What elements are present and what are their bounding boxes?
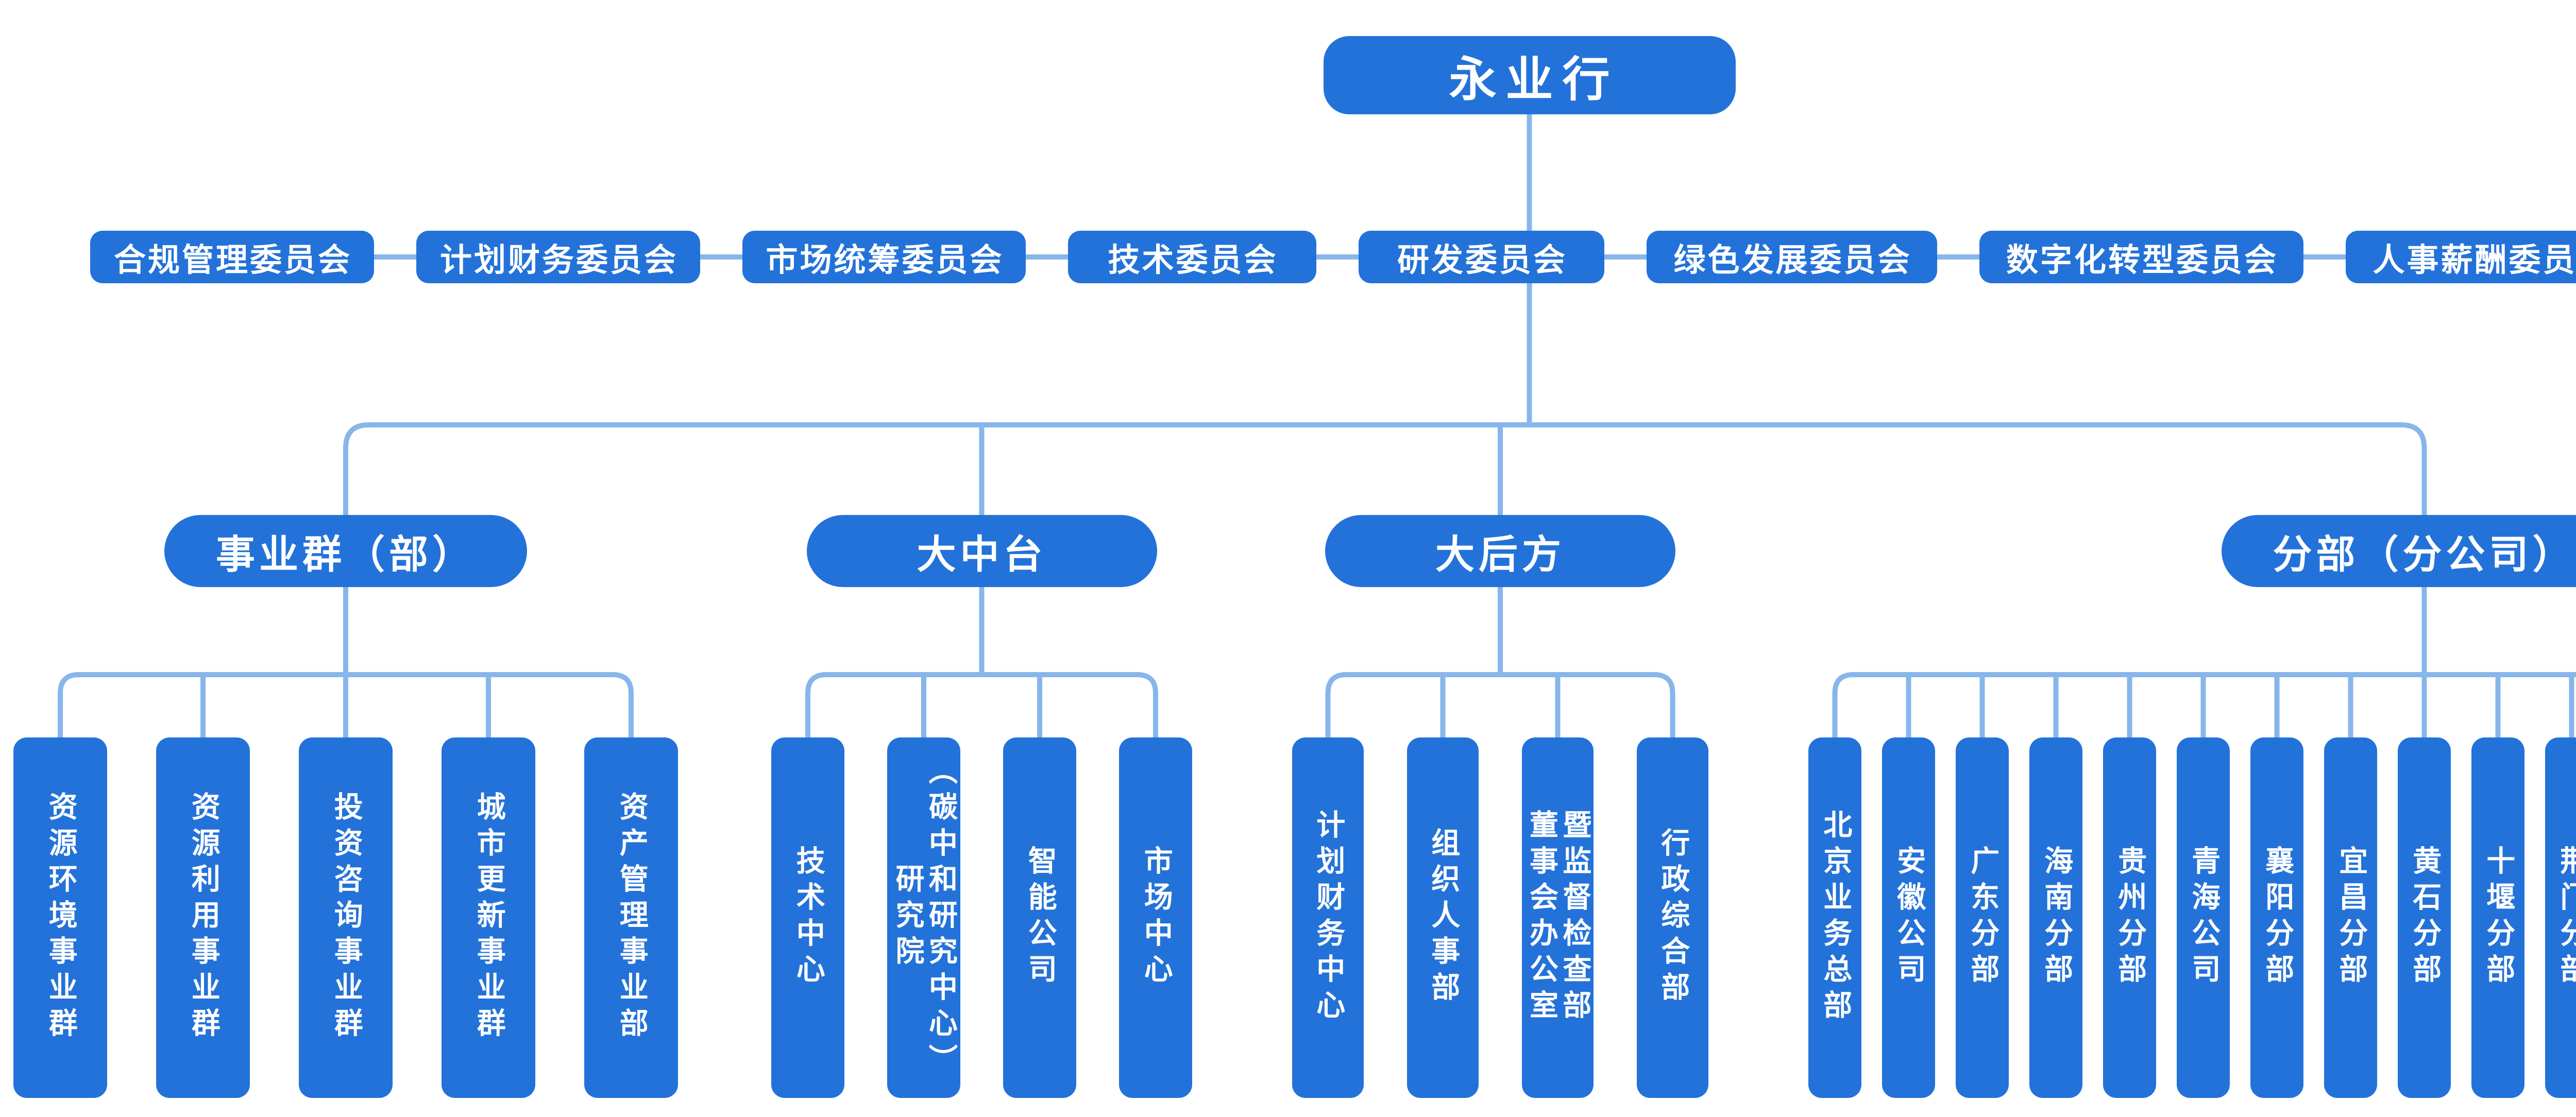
org-unit-label: 行政综合部 (1656, 828, 1690, 1008)
org-unit-label: 城市更新事业群 (472, 792, 506, 1044)
org-unit-node: 广东分部 (1956, 737, 2009, 1098)
org-unit-label: 宜昌分部 (2334, 846, 2368, 990)
org-unit-node: 十堰分部 (2471, 737, 2524, 1098)
org-unit-node: 行政综合部 (1637, 737, 1708, 1098)
org-unit-label: 襄阳分部 (2260, 846, 2294, 990)
org-unit-node: 计划财务中心 (1292, 737, 1364, 1098)
org-unit-node: 资源利用事业群 (156, 737, 250, 1098)
committee-row: 合规管理委员会计划财务委员会市场统筹委员会技术委员会研发委员会绿色发展委员会数字… (0, 231, 2576, 283)
org-unit-label: 资源环境事业群 (44, 792, 78, 1044)
org-unit-label: 广东分部 (1965, 846, 1999, 990)
org-unit-node: 投资咨询事业群 (299, 737, 393, 1098)
group-middle-platform: 大中台 技术中心 研究院 （碳中和研究中心） 智能公司 市场中心 (771, 515, 1192, 1098)
org-unit-label: 海南分部 (2039, 846, 2073, 990)
org-unit-label: 青海公司 (2187, 846, 2221, 990)
committee-node: 绿色发展委员会 (1646, 231, 1937, 283)
org-unit-label: 荆门分部 (2555, 846, 2576, 990)
org-unit-label: 资产管理事业部 (615, 792, 649, 1044)
org-unit-label: 技术中心 (791, 846, 825, 990)
group-back-office: 大后方 计划财务中心 组织人事部 董事会办公室 暨监督检查部 行政综合部 (1292, 515, 1708, 1098)
group-children-row: 资源环境事业群 资源利用事业群 投资咨询事业群 城市更新事业群 资产管理事业部 (13, 737, 678, 1098)
org-unit-node: 资产管理事业部 (584, 737, 678, 1098)
org-unit-label: 安徽公司 (1892, 846, 1926, 990)
org-unit-node: 董事会办公室 暨监督检查部 (1522, 737, 1594, 1098)
group-children-row: 北京业务总部 安徽公司 广东分部 海南分部 贵州分部 青海公司 襄阳分部 宜昌分部 黄石分部 十堰… (1808, 737, 2576, 1098)
org-unit-node: 宜昌分部 (2324, 737, 2377, 1098)
group-header: 大后方 (1325, 515, 1675, 587)
org-unit-node: 研究院 （碳中和研究中心） (887, 737, 960, 1098)
committee-node: 人事薪酬委员会 (2345, 231, 2576, 283)
org-unit-node: 安徽公司 (1882, 737, 1935, 1098)
org-unit-label: 北京业务总部 (1818, 810, 1852, 1026)
committee-node: 数字化转型委员会 (1979, 231, 2303, 283)
org-unit-label: 贵州分部 (2113, 846, 2147, 990)
group-children-row: 计划财务中心 组织人事部 董事会办公室 暨监督检查部 行政综合部 (1292, 737, 1708, 1098)
group-header: 大中台 (806, 515, 1157, 587)
org-unit-label: 智能公司 (1023, 846, 1057, 990)
org-unit-label: 组织人事部 (1426, 828, 1460, 1008)
committee-node: 技术委员会 (1067, 231, 1316, 283)
org-unit-label: 研究院 （碳中和研究中心） (891, 755, 958, 1080)
org-unit-node: 城市更新事业群 (442, 737, 535, 1098)
org-unit-label: 市场中心 (1139, 846, 1173, 990)
org-unit-label: 十堰分部 (2481, 846, 2515, 990)
group-business-divisions: 事业群（部） 资源环境事业群 资源利用事业群 投资咨询事业群 城市更新事业群 资产管理事… (13, 515, 678, 1098)
org-unit-label: 黄石分部 (2408, 846, 2442, 990)
org-unit-label: 资源利用事业群 (187, 792, 221, 1044)
org-unit-node: 青海公司 (2177, 737, 2230, 1098)
org-unit-node: 贵州分部 (2103, 737, 2156, 1098)
org-unit-node: 荆门分部 (2545, 737, 2576, 1098)
org-unit-node: 黄石分部 (2398, 737, 2451, 1098)
committee-node: 市场统筹委员会 (742, 231, 1026, 283)
committee-node: 计划财务委员会 (416, 231, 700, 283)
org-unit-node: 技术中心 (771, 737, 844, 1098)
org-unit-label: 董事会办公室 暨监督检查部 (1524, 810, 1591, 1026)
org-unit-label: 投资咨询事业群 (329, 792, 363, 1044)
committee-node: 合规管理委员会 (90, 231, 374, 283)
org-unit-node: 海南分部 (2029, 737, 2082, 1098)
group-header: 分部（分公司） (2221, 515, 2576, 587)
committee-node: 研发委员会 (1358, 231, 1604, 283)
group-header: 事业群（部） (164, 515, 527, 587)
org-unit-node: 北京业务总部 (1808, 737, 1861, 1098)
org-unit-node: 襄阳分部 (2250, 737, 2303, 1098)
org-unit-node: 市场中心 (1119, 737, 1192, 1098)
group-branches: 分部（分公司） 北京业务总部 安徽公司 广东分部 海南分部 贵州分部 青海公司 襄阳分部 宜昌… (1808, 515, 2576, 1098)
org-unit-node: 组织人事部 (1407, 737, 1479, 1098)
org-unit-node: 智能公司 (1003, 737, 1076, 1098)
group-children-row: 技术中心 研究院 （碳中和研究中心） 智能公司 市场中心 (771, 737, 1192, 1098)
org-unit-node: 资源环境事业群 (13, 737, 107, 1098)
org-unit-label: 计划财务中心 (1311, 810, 1345, 1026)
root-node: 永业行 (1323, 36, 1736, 114)
